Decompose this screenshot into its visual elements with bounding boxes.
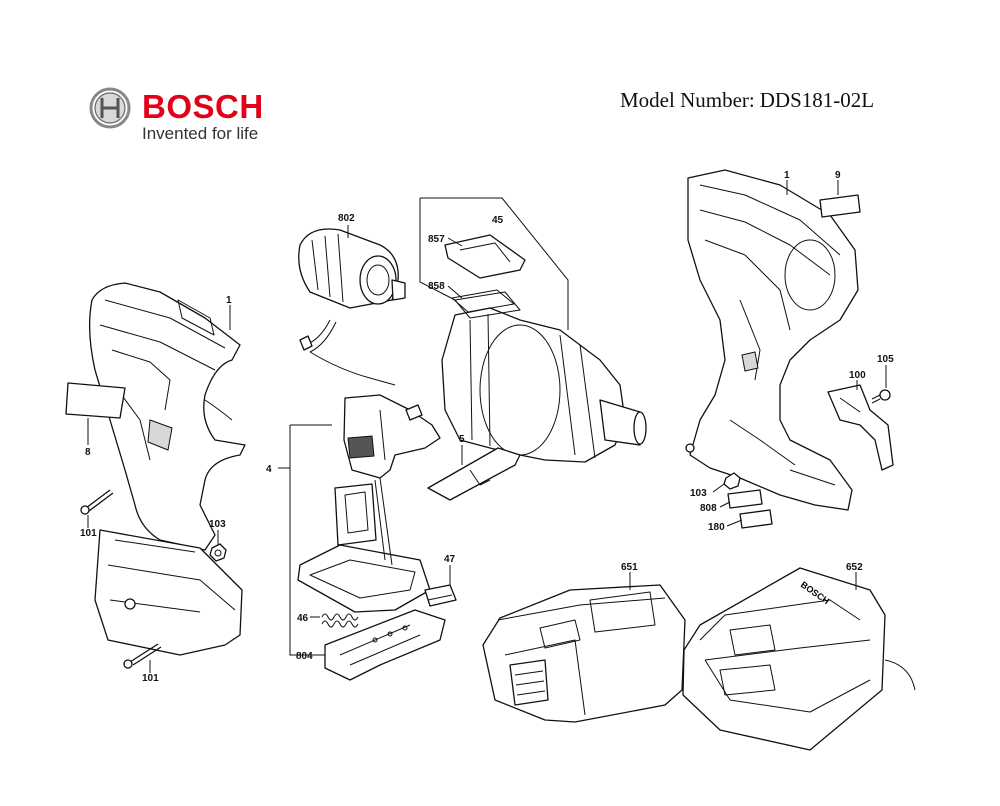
part-label-1-left: 1 [226,295,232,306]
part-label-652: 652 [846,562,863,573]
part-number-labels: 1 8 101 101 103 802 4 46 804 47 45 857 8… [80,170,894,684]
part-label-9: 9 [835,170,841,181]
part-label-46: 46 [297,613,309,624]
spring-46 [321,613,359,628]
brand-header: BOSCH Invented for life [88,86,288,146]
part-5-slider [427,447,521,501]
part-label-5: 5 [459,434,465,445]
label-808 [727,489,763,509]
housing-right-half [685,169,859,511]
brand-slogan: Invented for life [142,124,259,143]
part-label-103-left: 103 [209,519,226,530]
part-label-105: 105 [877,354,894,365]
housing-left-half [88,282,246,656]
part-label-802: 802 [338,213,355,224]
bosch-logo-icon [89,87,131,129]
part-label-858: 858 [428,281,445,292]
part-label-808: 808 [700,503,717,514]
part-label-103-right: 103 [690,488,707,499]
switch-assembly-4 [297,394,441,613]
screw-101-lower [123,643,162,669]
part-label-47: 47 [444,554,456,565]
charger-652: BOSCH [682,567,916,751]
screw-101-upper [80,489,114,515]
part-label-45: 45 [492,215,504,226]
button-47 [424,584,457,607]
gearbox-chuck-45 [441,291,647,463]
contact-plate-804 [324,609,446,681]
belt-clip-100 [827,384,894,471]
nut-103-right [723,472,741,490]
label-sticker-9 [819,194,861,218]
part-858 [451,289,515,313]
part-label-804: 804 [296,651,313,662]
brand-name: BOSCH [142,88,264,125]
model-number-line: Model Number:DDS181-02L [620,88,874,113]
part-label-8: 8 [85,447,91,458]
part-label-857: 857 [428,234,445,245]
part-857 [444,234,526,279]
motor-802 [298,228,406,386]
model-number-value: DDS181-02L [759,88,875,112]
part-label-180: 180 [708,522,725,533]
leader-lines [87,180,887,673]
part-label-101-upper: 101 [80,528,97,539]
part-label-651: 651 [621,562,638,573]
battery-pack-651 [482,584,686,723]
part-label-101-lower: 101 [142,673,159,684]
part-label-100: 100 [849,370,866,381]
label-180 [739,509,773,529]
screw-105 [871,389,891,404]
label-sticker-8 [65,382,126,419]
part-label-4: 4 [266,464,272,475]
model-number-label: Model Number: [620,88,755,112]
part-label-1-right: 1 [784,170,790,181]
nut-103-left [209,543,227,562]
